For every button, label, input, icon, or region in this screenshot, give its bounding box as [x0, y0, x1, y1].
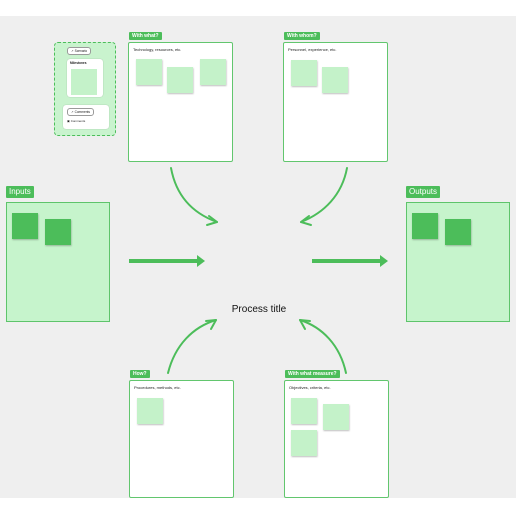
- with-what-card[interactable]: Technology, resources, etc.: [128, 42, 233, 162]
- sticky-note[interactable]: [323, 404, 349, 430]
- template-legend[interactable]: ↗ Scenario Milestones ↗ Comments ▣ Comme…: [54, 42, 116, 136]
- sticky-note[interactable]: [291, 60, 317, 86]
- legend-pill-bottom-label: Comments: [74, 110, 90, 114]
- arrow-with-what: [170, 167, 218, 223]
- legend-mini-card-label: Milestones: [70, 61, 87, 65]
- sticky-note[interactable]: [136, 59, 162, 85]
- comment-icon: ▣: [67, 119, 70, 123]
- outputs-tag: Outputs: [406, 186, 441, 198]
- legend-mini-card: Milestones: [67, 59, 103, 97]
- sticky-note[interactable]: [200, 59, 226, 85]
- legend-sticky-note: [71, 69, 97, 95]
- inputs-tag: Inputs: [6, 186, 34, 198]
- sticky-note[interactable]: [12, 213, 38, 239]
- sticky-note[interactable]: [291, 398, 317, 424]
- sticky-note[interactable]: [445, 219, 471, 245]
- arrow-process-to-output: [312, 255, 388, 267]
- sticky-note[interactable]: [137, 398, 163, 424]
- with-whom-card[interactable]: Personnel, experience, etc.: [283, 42, 388, 162]
- arrow-with-what-measure: [299, 319, 347, 374]
- legend-comments-card: ↗ Comments ▣ Comments: [63, 105, 109, 129]
- arrow-with-whom: [300, 167, 348, 223]
- with-whom-hint: Personnel, experience, etc.: [288, 47, 337, 52]
- sticky-note[interactable]: [322, 67, 348, 93]
- legend-pill-top-label: Scenario: [74, 49, 88, 53]
- legend-footer-label: Comments: [70, 119, 86, 123]
- legend-pill-top[interactable]: ↗ Scenario: [67, 47, 92, 55]
- link-icon: ↗: [71, 110, 74, 114]
- inputs-panel[interactable]: [6, 202, 110, 322]
- with-whom-tag: With whom?: [284, 32, 320, 40]
- sticky-note[interactable]: [291, 430, 317, 456]
- with-what-measure-tag: With what measure?: [285, 370, 340, 378]
- arrow-how: [167, 319, 217, 374]
- process-title[interactable]: Process title: [231, 304, 287, 315]
- with-what-hint: Technology, resources, etc.: [133, 47, 182, 52]
- how-hint: Procedures, methods, etc.: [134, 385, 181, 390]
- how-tag: How?: [130, 370, 150, 378]
- sticky-note[interactable]: [167, 67, 193, 93]
- legend-pill-bottom[interactable]: ↗ Comments: [67, 108, 94, 116]
- how-card[interactable]: Procedures, methods, etc.: [129, 380, 234, 498]
- with-what-tag: With what?: [129, 32, 162, 40]
- legend-footer: ▣ Comments: [67, 119, 85, 123]
- sticky-note[interactable]: [45, 219, 71, 245]
- arrow-input-to-process: [129, 255, 205, 267]
- with-what-measure-card[interactable]: Objectives, criteria, etc.: [284, 380, 389, 498]
- outputs-panel[interactable]: [406, 202, 510, 322]
- link-icon: ↗: [71, 49, 74, 53]
- with-what-measure-hint: Objectives, criteria, etc.: [289, 385, 331, 390]
- sticky-note[interactable]: [412, 213, 438, 239]
